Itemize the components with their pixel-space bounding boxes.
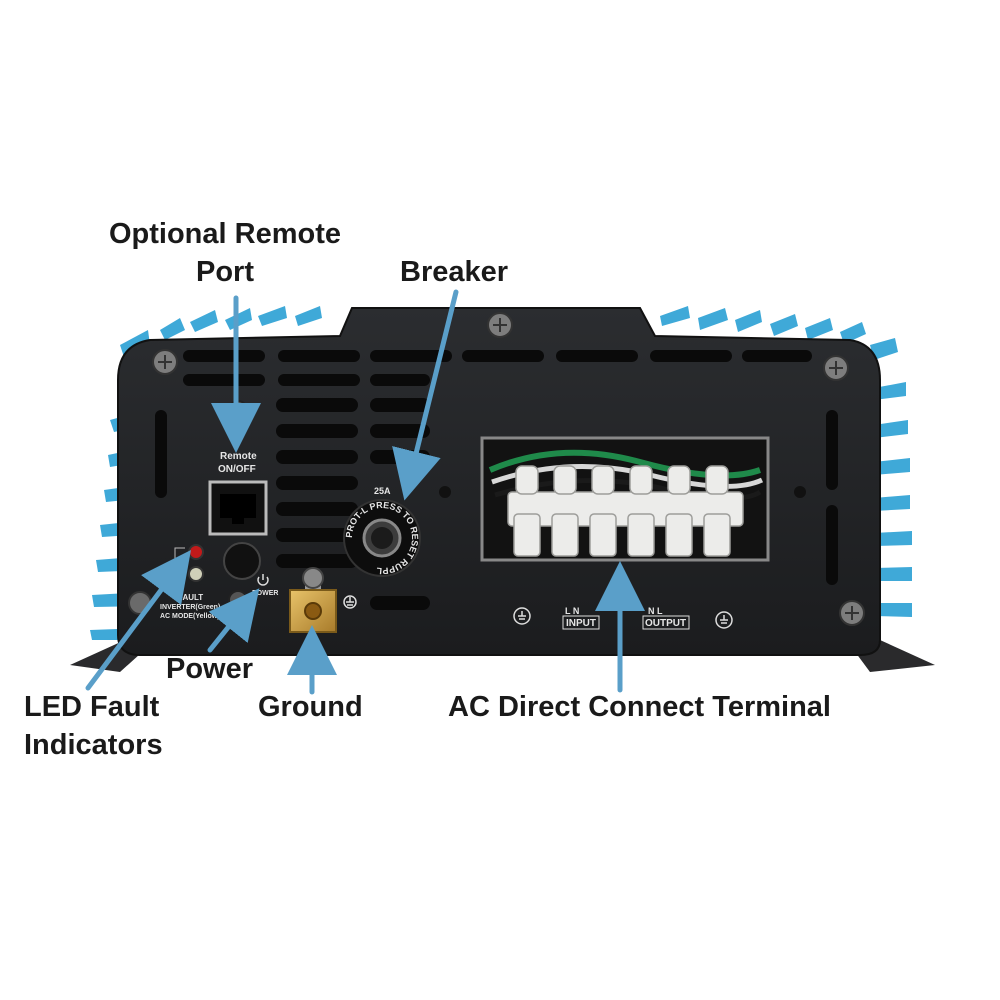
- callout-remote-port: Optional Remote Port: [90, 216, 360, 291]
- callout-ground: Ground: [258, 691, 363, 723]
- mount-hole: [439, 486, 451, 498]
- breaker[interactable]: [343, 499, 421, 577]
- output-nl-label: N L: [648, 606, 663, 616]
- arrow-power: [207, 588, 260, 653]
- ground-symbol-icon: [343, 595, 357, 609]
- power-button[interactable]: [223, 542, 261, 580]
- terminal-block: [507, 465, 744, 557]
- callout-breaker: Breaker: [400, 256, 509, 288]
- remote-port[interactable]: [208, 480, 268, 536]
- ac-mode-label: AC MODE(Yellow): [160, 613, 220, 620]
- output-label: OUTPUT: [645, 618, 686, 629]
- remote-label: Remote: [220, 451, 257, 462]
- fault-led: [188, 544, 204, 560]
- inverter-label: INVERTER(Green): [160, 604, 220, 611]
- callout-led-fault-line1: LED Fault: [24, 691, 160, 723]
- input-label: INPUT: [566, 618, 596, 629]
- callout-arrows: [85, 289, 645, 695]
- vent-slots-top: [183, 350, 812, 386]
- input-ln-label: L N: [565, 606, 579, 616]
- breaker-rating: 25A: [374, 486, 391, 496]
- fault-label: FAULT: [178, 593, 203, 602]
- callout-led-fault: LED Fault Indicators: [24, 689, 163, 764]
- power-icon: [257, 574, 269, 586]
- callout-led-fault-line2: Indicators: [24, 728, 163, 761]
- heatsink-fins-right: [660, 306, 912, 617]
- arrow-breaker: [392, 289, 459, 501]
- callout-remote-port-line1: Optional Remote: [108, 218, 341, 250]
- callout-power: Power: [166, 653, 254, 685]
- remote-onoff-label: ON/OFF: [218, 464, 256, 475]
- mode-led: [188, 566, 204, 582]
- callout-remote-port-line2: Port: [196, 255, 254, 288]
- terminal-ground-icon: [513, 607, 733, 629]
- callout-ac-terminal: AC Direct Connect Terminal: [448, 691, 831, 723]
- arrow-led-fault: [85, 549, 191, 691]
- power-label: POWER: [252, 590, 278, 597]
- mount-hole: [794, 486, 806, 498]
